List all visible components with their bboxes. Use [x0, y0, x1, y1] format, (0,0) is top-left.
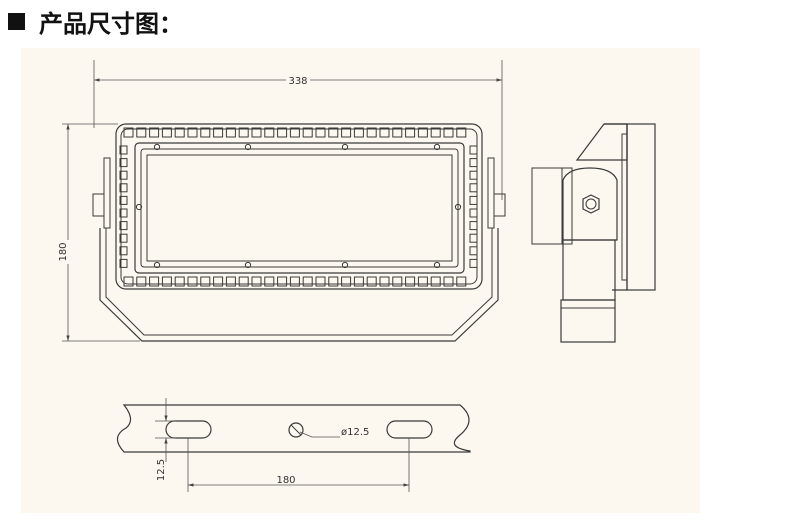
front-view: 338 180 [58, 60, 506, 342]
cooling-fin [366, 276, 377, 287]
cooling-fin [302, 276, 313, 287]
cooling-fin [187, 127, 198, 138]
title-text: 产品尺寸图： [39, 9, 183, 38]
spacing-dim-label: 180 [276, 475, 295, 486]
cooling-fin [123, 276, 134, 287]
screw [341, 143, 349, 151]
cooling-fin [469, 195, 478, 205]
cooling-fin [469, 258, 478, 268]
cooling-fin [328, 276, 339, 287]
cooling-fin [225, 276, 236, 287]
hole-dia-label: ø12.5 [341, 427, 369, 438]
cooling-fin [213, 276, 224, 287]
cooling-fin [161, 127, 172, 138]
cooling-fin [469, 183, 478, 193]
cooling-fin [353, 276, 364, 287]
cooling-fin [315, 276, 326, 287]
cooling-fin [119, 246, 128, 256]
screw [341, 261, 349, 269]
cooling-fin [174, 276, 185, 287]
cooling-fin [289, 276, 300, 287]
cooling-fin [136, 127, 147, 138]
cooling-fin [119, 158, 128, 168]
cooling-fin [187, 276, 198, 287]
cooling-fin [469, 145, 478, 155]
screw [153, 143, 161, 151]
screw [135, 203, 143, 211]
cooling-fin [119, 258, 128, 268]
cooling-fin [379, 276, 390, 287]
cooling-fin [119, 170, 128, 180]
cooling-fin [405, 127, 416, 138]
screw [454, 203, 462, 211]
cooling-fin [225, 127, 236, 138]
cooling-fin [200, 276, 211, 287]
cooling-fin [119, 221, 128, 231]
cooling-fin [149, 127, 160, 138]
height-dim-label: 180 [58, 242, 69, 261]
cooling-fin [443, 127, 454, 138]
cooling-fin [149, 276, 160, 287]
cooling-fin [289, 127, 300, 138]
cooling-fin [119, 183, 128, 193]
screw [153, 261, 161, 269]
width-dim-label: 338 [288, 76, 307, 87]
cooling-fin [392, 127, 403, 138]
cooling-fin [469, 170, 478, 180]
cooling-fin [469, 221, 478, 231]
cooling-fin [315, 127, 326, 138]
cooling-fin [251, 127, 262, 138]
cooling-fin [119, 195, 128, 205]
cooling-fin [161, 276, 172, 287]
cooling-fin [353, 127, 364, 138]
cooling-fin [392, 276, 403, 287]
cooling-fin [379, 127, 390, 138]
cooling-fin [200, 127, 211, 138]
cooling-fin [264, 127, 275, 138]
slot-dim-label: 12.5 [156, 459, 167, 481]
cooling-fin [430, 127, 441, 138]
cooling-fin [469, 246, 478, 256]
cooling-fin [417, 276, 428, 287]
cooling-fin [469, 233, 478, 243]
screw [244, 143, 252, 151]
cooling-fin [430, 276, 441, 287]
cooling-fin [119, 233, 128, 243]
cooling-fin [213, 127, 224, 138]
cooling-fin [405, 276, 416, 287]
drawing-area [21, 48, 700, 513]
cooling-fin [302, 127, 313, 138]
cooling-fin [119, 145, 128, 155]
screw [433, 143, 441, 151]
side-view [531, 123, 656, 343]
cooling-fin [417, 127, 428, 138]
screw [433, 261, 441, 269]
cooling-fin [456, 276, 467, 287]
bracket-plate-view: ø12.5 180 12.5 [116, 398, 471, 492]
cooling-fin [238, 276, 249, 287]
screw [244, 261, 252, 269]
cooling-fin [328, 127, 339, 138]
cooling-fin [174, 127, 185, 138]
cooling-fin [119, 208, 128, 218]
cooling-fin [469, 208, 478, 218]
cooling-fin [277, 276, 288, 287]
cooling-fin [277, 127, 288, 138]
cooling-fin [238, 127, 249, 138]
cooling-fin [251, 276, 262, 287]
black-square-icon [8, 13, 25, 30]
cooling-fin [264, 276, 275, 287]
cooling-fin [366, 127, 377, 138]
cooling-fin [341, 276, 352, 287]
cooling-fin [469, 158, 478, 168]
cooling-fin [136, 276, 147, 287]
cooling-fin [123, 127, 134, 138]
page-title: 产品尺寸图： [8, 4, 183, 39]
cooling-fin [456, 127, 467, 138]
cooling-fin [341, 127, 352, 138]
cooling-fin [443, 276, 454, 287]
